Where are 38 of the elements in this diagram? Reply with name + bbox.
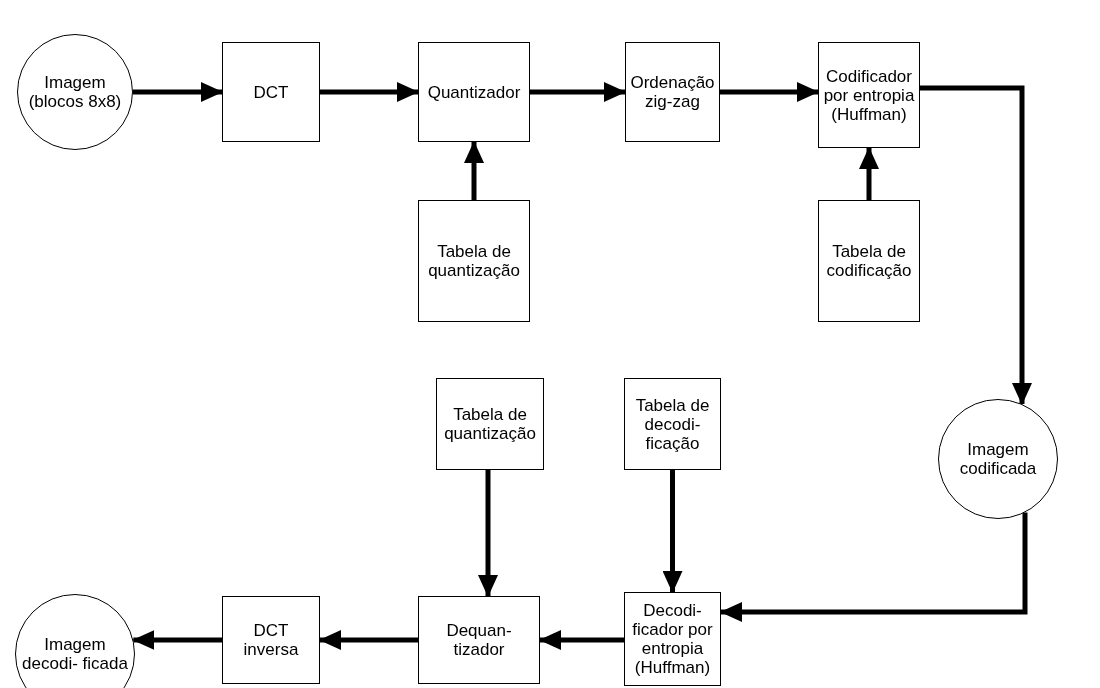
arrow <box>662 470 683 593</box>
process-box <box>818 200 920 322</box>
node-label: Imagem codificada <box>958 440 1038 478</box>
arrow <box>132 630 222 650</box>
process-box <box>818 42 920 148</box>
node-label: DCT <box>252 82 290 102</box>
arrow <box>133 82 223 102</box>
node-label: Tabela de codificação <box>825 242 913 280</box>
node-label: Tabela de decodi- ficação <box>634 395 711 453</box>
node-label: Quantizador <box>426 82 522 102</box>
arrow <box>920 85 1032 405</box>
process-box <box>624 378 721 470</box>
arrow <box>320 82 419 102</box>
node-label: DCT inversa <box>242 621 300 659</box>
node-label: Decodi- ficador por entropia (Huffman) <box>631 601 714 677</box>
arrow <box>464 141 484 200</box>
arrow <box>859 147 879 200</box>
node-label: Dequan- tizador <box>445 621 513 659</box>
arrow <box>478 470 498 597</box>
node-label: Tabela de quantização <box>443 405 537 443</box>
arrow <box>720 512 1028 622</box>
process-box <box>624 592 721 686</box>
node-label: Ordenação zig-zag <box>629 73 716 111</box>
arrow <box>319 630 418 650</box>
process-box <box>436 378 544 470</box>
node-label: Imagem (blocos 8x8) <box>27 73 123 111</box>
process-box <box>418 42 530 142</box>
process-box <box>418 596 540 684</box>
process-box <box>222 42 320 142</box>
arrow <box>530 82 626 102</box>
arrow <box>539 630 624 650</box>
process-box <box>418 200 530 322</box>
node-label: Codificador por entropia (Huffman) <box>822 66 916 124</box>
node-label: Tabela de quantização <box>427 242 521 280</box>
node-label: Imagem decodi- ficada <box>21 635 129 673</box>
process-box <box>222 596 320 684</box>
process-box <box>625 42 720 142</box>
arrow <box>720 82 819 102</box>
